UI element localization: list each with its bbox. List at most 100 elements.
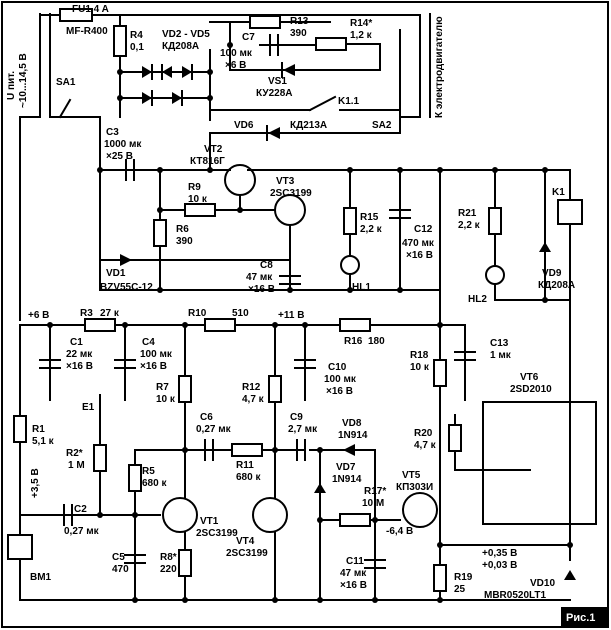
supply-range-label: ~10...14,5 В <box>18 53 29 108</box>
vt4-name: VT4 <box>236 536 255 547</box>
r5-value: 680 к <box>142 478 167 489</box>
r2-value: 1 М <box>68 460 85 471</box>
r15-name: R15 <box>360 212 379 223</box>
c9-name: C9 <box>290 412 303 423</box>
resistor-r19 <box>433 564 447 592</box>
c9-value: 2,7 мк <box>288 424 318 435</box>
v35-label: +3,5 В <box>30 468 41 498</box>
transistor-vt4 <box>252 497 288 533</box>
resistor-r12 <box>268 375 282 403</box>
r16-name: R16 <box>344 336 363 347</box>
r6-name: R6 <box>176 224 189 235</box>
hl2-label: HL2 <box>468 294 487 305</box>
resistor-r17 <box>339 513 371 527</box>
rail-6v-label: +6 В <box>28 310 49 321</box>
r14-value: 1,2 к <box>350 30 373 41</box>
resistor-r13 <box>249 15 281 29</box>
resistor-r21 <box>488 207 502 235</box>
r14-name: R14* <box>350 18 372 29</box>
vd1-part: BZV55C-12 <box>100 282 153 293</box>
r7-name: R7 <box>156 382 169 393</box>
vd10-name: VD10 <box>530 578 555 589</box>
motor-label: К электродвигателю <box>434 16 445 118</box>
vt6-part: 2SD2010 <box>510 384 552 395</box>
e1-label: E1 <box>82 402 95 413</box>
vd25-name: VD2 - VD5 <box>162 29 210 40</box>
c7-volt: ×6 В <box>225 60 246 71</box>
r8-value: 220 <box>160 564 177 575</box>
r12-name: R12 <box>242 382 261 393</box>
sa1-label: SA1 <box>56 77 76 88</box>
k11-label: K1.1 <box>338 96 360 107</box>
r6-value: 390 <box>176 236 193 247</box>
vd6-name: VD6 <box>234 120 254 131</box>
r13-name: R13 <box>290 16 309 27</box>
c10-value: 100 мк <box>324 374 357 385</box>
figure-label: Рис.1 <box>566 612 595 624</box>
c2-value: 0,27 мк <box>64 526 100 537</box>
vs1-part: КУ228А <box>256 88 292 99</box>
r15-value: 2,2 к <box>360 224 383 235</box>
vd25-part: КД208А <box>162 41 199 52</box>
c10-name: C10 <box>328 362 347 373</box>
transistor-vt5 <box>402 492 438 528</box>
r17-name: R17* <box>364 486 386 497</box>
k1-label: K1 <box>552 187 565 198</box>
r11-name: R11 <box>236 460 254 471</box>
microphone-bm1 <box>7 534 33 560</box>
c6-value: 0,27 мк <box>196 424 232 435</box>
c3-volt: ×25 В <box>106 151 133 162</box>
resistor-r5 <box>128 464 142 492</box>
bm1-label: BM1 <box>30 572 52 583</box>
diode-vd10 <box>564 570 576 580</box>
transistor-vt1 <box>162 497 198 533</box>
c3-name: C3 <box>106 127 119 138</box>
vd9-part: КД208А <box>538 280 575 291</box>
fu1-name: FU1 4 A <box>72 4 109 15</box>
c12-value: 470 мк <box>402 238 435 249</box>
resistor-r10 <box>204 318 236 332</box>
figure-badge <box>561 607 607 627</box>
thyristor-vs1 <box>283 64 295 76</box>
vd6-part: КД213А <box>290 120 327 131</box>
hl1-label: HL1 <box>352 282 371 293</box>
r11-value: 680 к <box>236 472 261 483</box>
c11-volt: ×16 В <box>340 580 367 591</box>
v64-label: -6,4 В <box>386 526 413 537</box>
c4-value: 100 мк <box>140 349 173 360</box>
r8-name: R8* <box>160 552 177 563</box>
r4-name: R4 <box>130 30 143 41</box>
r17-value: 10 М <box>362 498 384 509</box>
c10-volt: ×16 В <box>326 386 353 397</box>
transistor-vt6 <box>482 401 597 525</box>
v035-label: +0,35 В <box>482 548 517 559</box>
c1-value: 22 мк <box>66 349 93 360</box>
c1-name: C1 <box>70 337 83 348</box>
vt1-name: VT1 <box>200 516 219 527</box>
c7-name: C7 <box>242 32 255 43</box>
junction-dots <box>47 42 573 603</box>
vt3-part: 2SC3199 <box>270 188 312 199</box>
c13-value: 1 мк <box>490 350 512 361</box>
c8-value: 47 мк <box>246 272 273 283</box>
resistor-r16 <box>339 318 371 332</box>
resistor-r4 <box>113 25 127 57</box>
vd7-part: 1N914 <box>332 474 362 485</box>
r21-value: 2,2 к <box>458 220 481 231</box>
r5-name: R5 <box>142 466 155 477</box>
resistor-r15 <box>343 207 357 235</box>
resistor-r14 <box>315 37 347 51</box>
c12-volt: ×16 В <box>406 250 433 261</box>
resistor-r20 <box>448 424 462 452</box>
r20-value: 4,7 к <box>414 440 437 451</box>
vs1-name: VS1 <box>268 76 287 87</box>
vd8-part: 1N914 <box>338 430 368 441</box>
rail-11v-label: +11 В <box>278 310 304 321</box>
vt1-part: 2SC3199 <box>196 528 238 539</box>
r12-value: 4,7 к <box>242 394 265 405</box>
resistor-r8 <box>178 549 192 577</box>
diode-vd6 <box>268 127 280 139</box>
fu1-part: MF-R400 <box>66 26 108 37</box>
r1-value: 5,1 к <box>32 436 55 447</box>
